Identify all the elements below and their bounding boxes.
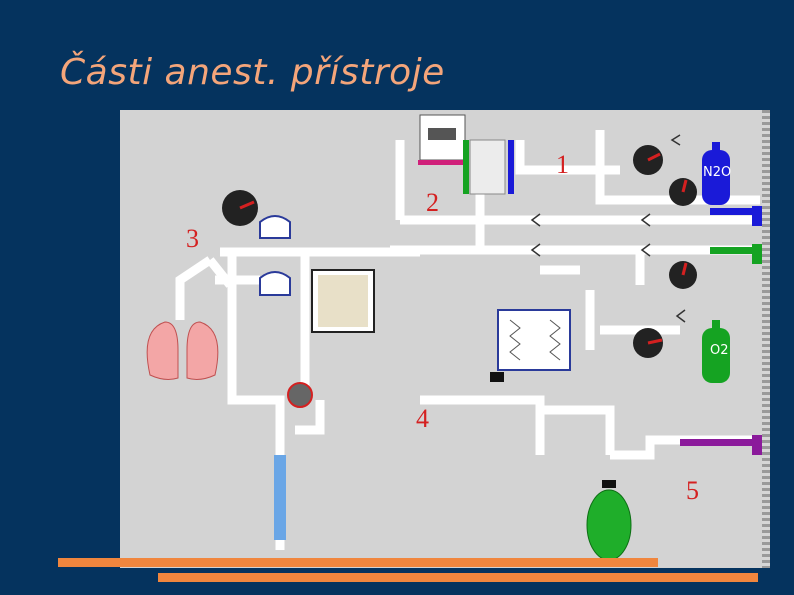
pressure-gauge-icon — [669, 178, 697, 206]
label-3: 3 — [186, 224, 199, 253]
co2-absorber — [311, 269, 375, 333]
pipe-flow-top — [515, 140, 620, 175]
gas-cylinder-icon — [702, 320, 730, 383]
flowmeters — [463, 139, 514, 195]
air-pipeline-inlet — [680, 439, 762, 446]
pipe-valve-branch — [295, 400, 325, 435]
flow-arrows — [530, 134, 686, 323]
pipe-bellows-out — [420, 395, 545, 455]
o2-inlet-block — [752, 244, 764, 264]
o2-pipeline-inlet — [710, 247, 762, 254]
label-4: 4 — [416, 404, 429, 433]
pressure-gauge-icon — [222, 190, 258, 226]
apl-valve — [287, 382, 313, 408]
label-5: 5 — [686, 476, 699, 505]
air-inlet-block — [752, 435, 764, 455]
pipe-y-left — [175, 256, 213, 320]
vaporizer — [418, 114, 466, 165]
piping — [175, 130, 760, 550]
lungs-icon — [146, 321, 219, 380]
bellows-icon — [490, 309, 571, 382]
label-2: 2 — [426, 188, 439, 217]
n2o-cylinder-label: N2O — [703, 165, 732, 180]
o2-cylinder-label: O2 — [710, 343, 729, 358]
label-1: 1 — [556, 150, 569, 179]
pipe-patient-limb — [227, 252, 285, 550]
anesthesia-machine-diagram — [120, 110, 770, 568]
accent-bar-top — [58, 558, 658, 567]
slide-title: Části anest. přístroje — [60, 52, 445, 93]
pipe-y-right — [206, 257, 234, 288]
pipe-bag-limb — [540, 405, 615, 455]
pressure-gauge-icon — [633, 145, 663, 175]
pressure-gauge-icon — [669, 261, 697, 289]
side-scale-strip — [762, 110, 770, 568]
reservoir-bag-icon — [586, 480, 632, 561]
gas-cylinder-icon — [702, 142, 730, 205]
n2o-inlet-block — [752, 206, 764, 226]
pressure-gauge-icon — [633, 328, 663, 358]
n2o-pipeline-inlet — [710, 208, 762, 215]
accent-bar-bottom — [158, 573, 758, 582]
valve-icon — [259, 215, 291, 296]
